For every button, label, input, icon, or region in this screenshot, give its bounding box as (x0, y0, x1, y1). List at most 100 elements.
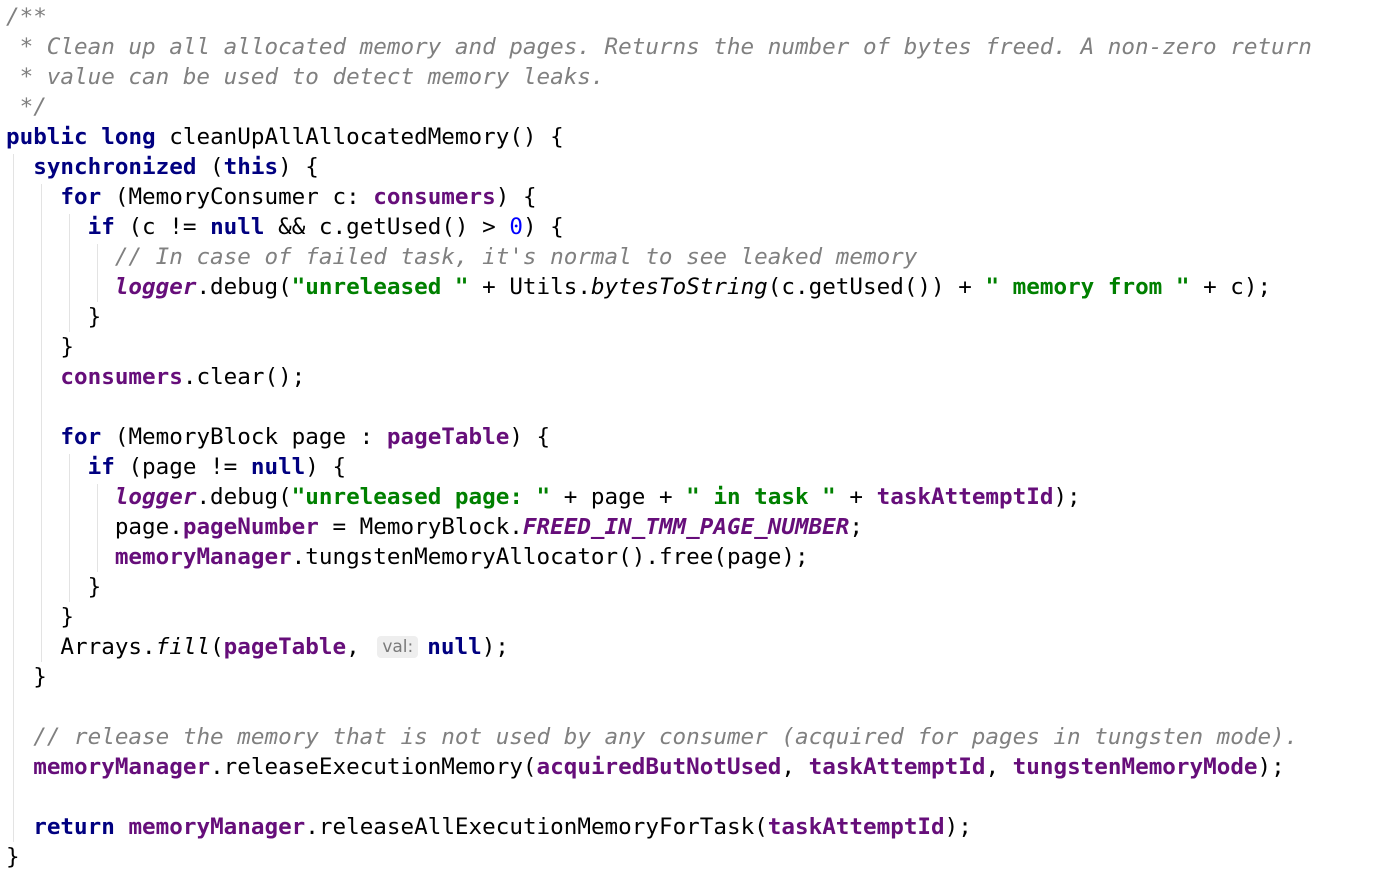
code-line[interactable]: public long cleanUpAllAllocatedMemory() … (6, 122, 564, 152)
code-text (115, 814, 129, 840)
code-text (6, 154, 33, 180)
code-line[interactable]: } (6, 842, 20, 872)
field-ref: pageTable (223, 634, 347, 660)
code-text (6, 214, 88, 240)
code-line[interactable]: * value can be used to detect memory lea… (6, 62, 605, 92)
code-text: page. (6, 514, 183, 540)
number-literal: 0 (509, 214, 523, 240)
code-line[interactable]: } (6, 602, 74, 632)
doc-comment: /** (6, 4, 47, 30)
indent-guide (13, 154, 14, 842)
code-text: } (6, 664, 47, 690)
keyword: for (60, 424, 102, 450)
field-ref: acquiredButNotUsed (536, 754, 782, 780)
field-ref: memoryManager (114, 544, 292, 570)
keyword: null (250, 454, 306, 480)
code-text: (c.getUsed()) + (767, 274, 986, 300)
keyword: return (33, 814, 115, 840)
code-line[interactable]: // release the memory that is not used b… (6, 722, 1298, 752)
code-line[interactable]: return memoryManager.releaseAllExecution… (6, 812, 972, 842)
code-text: ( (196, 154, 224, 180)
code-text: ) { (305, 454, 347, 480)
code-text: , (781, 754, 809, 780)
code-line[interactable]: /** (6, 2, 47, 32)
code-text: , (985, 754, 1013, 780)
indent-guide (41, 184, 42, 662)
code-text: ); (481, 634, 509, 660)
indent-guide (69, 214, 70, 332)
code-line[interactable]: */ (6, 92, 47, 122)
code-text (88, 124, 102, 150)
line-comment: // release the memory that is not used b… (33, 724, 1299, 750)
code-line[interactable]: } (6, 572, 102, 602)
code-text: ); (944, 814, 972, 840)
code-text (6, 184, 60, 210)
code-line[interactable]: } (6, 332, 74, 362)
code-text: , (346, 634, 374, 660)
code-line[interactable]: Arrays.fill(pageTable, val:null); (6, 632, 509, 662)
code-line[interactable]: } (6, 302, 102, 332)
keyword: public (6, 124, 88, 150)
code-text: .releaseAllExecutionMemoryForTask( (305, 814, 768, 840)
doc-comment: * value can be used to detect memory lea… (6, 64, 605, 90)
code-text (6, 424, 60, 450)
doc-comment: * Clean up all allocated memory and page… (6, 34, 1312, 60)
field-ref: taskAttemptId (808, 754, 986, 780)
code-line[interactable]: for (MemoryConsumer c: consumers) { (6, 182, 536, 212)
code-line[interactable]: synchronized (this) { (6, 152, 319, 182)
keyword: this (223, 154, 279, 180)
code-text (6, 274, 115, 300)
code-line[interactable]: consumers.clear(); (6, 362, 305, 392)
field-ref: consumers (373, 184, 496, 210)
code-text: ) { (522, 214, 564, 240)
keyword: long (101, 124, 156, 150)
parameter-hint: val: (377, 636, 419, 658)
code-text: ); (1053, 484, 1081, 510)
code-text (6, 484, 115, 510)
field-ref: consumers (60, 364, 183, 390)
indent-guide (69, 454, 70, 602)
code-line[interactable]: logger.debug("unreleased page: " + page … (6, 482, 1081, 512)
code-text: .debug( (196, 484, 292, 510)
code-text: (c != (114, 214, 211, 240)
code-text (6, 454, 88, 480)
static-field-ref: FREED_IN_TMM_PAGE_NUMBER (522, 514, 850, 540)
code-text: Arrays. (6, 634, 156, 660)
keyword: null (427, 634, 482, 660)
code-line[interactable]: for (MemoryBlock page : pageTable) { (6, 422, 550, 452)
code-text (6, 244, 115, 270)
string-literal: "unreleased " (291, 274, 469, 300)
code-text (6, 724, 33, 750)
code-line[interactable]: memoryManager.releaseExecutionMemory(acq… (6, 752, 1285, 782)
code-text: + page + (550, 484, 687, 510)
code-line[interactable]: page.pageNumber = MemoryBlock.FREED_IN_T… (6, 512, 863, 542)
code-text: = MemoryBlock. (318, 514, 523, 540)
code-text: ; (849, 514, 863, 540)
field-ref: taskAttemptId (767, 814, 945, 840)
code-line[interactable]: } (6, 662, 47, 692)
static-method-ref: bytesToString (590, 274, 768, 300)
code-line[interactable]: logger.debug("unreleased " + Utils.bytes… (6, 272, 1271, 302)
static-field-ref: logger (114, 484, 197, 510)
code-line[interactable]: * Clean up all allocated memory and page… (6, 32, 1312, 62)
keyword: for (60, 184, 102, 210)
code-text: } (6, 604, 75, 630)
field-ref: pageTable (386, 424, 510, 450)
string-literal: " in task " (686, 484, 836, 510)
code-line[interactable]: if (page != null) { (6, 452, 346, 482)
code-text (6, 544, 115, 570)
indent-guide (97, 244, 98, 302)
doc-comment: */ (6, 94, 47, 120)
code-text: + c); (1189, 274, 1272, 300)
code-text: ) { (509, 424, 551, 450)
code-line[interactable]: if (c != null && c.getUsed() > 0) { (6, 212, 564, 242)
code-text: .releaseExecutionMemory( (210, 754, 537, 780)
code-text: (MemoryConsumer c: (101, 184, 374, 210)
code-text: } (6, 844, 20, 870)
code-text: .tungstenMemoryAllocator().free(page); (291, 544, 809, 570)
code-line[interactable]: // In case of failed task, it's normal t… (6, 242, 918, 272)
keyword: if (87, 454, 115, 480)
code-line[interactable]: memoryManager.tungstenMemoryAllocator().… (6, 542, 809, 572)
code-text (6, 364, 60, 390)
